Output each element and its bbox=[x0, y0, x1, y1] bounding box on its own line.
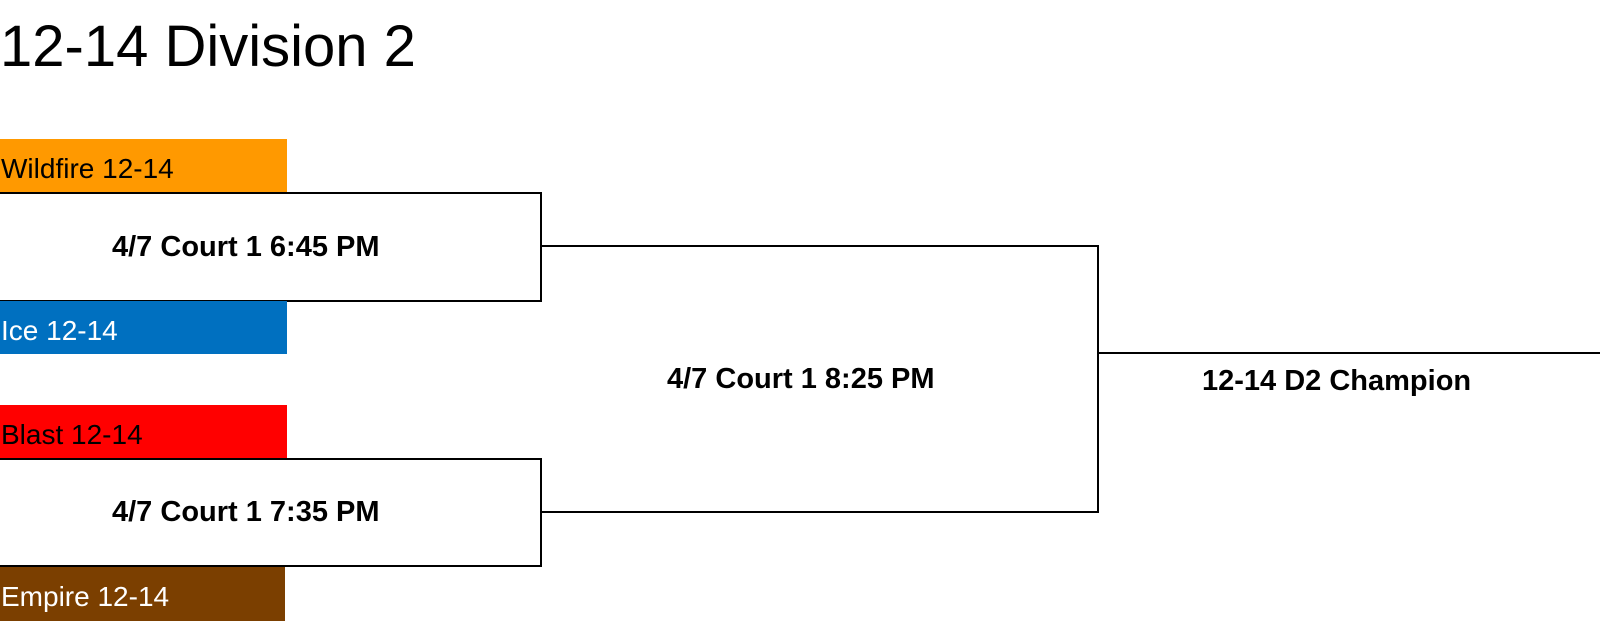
final-game-label: 4/7 Court 1 8:25 PM bbox=[667, 363, 935, 395]
champion-label: 12-14 D2 Champion bbox=[1202, 365, 1472, 397]
team-name: Wildfire 12-14 bbox=[1, 153, 174, 184]
semifinal-2-label: 4/7 Court 1 7:35 PM bbox=[112, 496, 380, 528]
bracket-title: 12-14 Division 2 bbox=[0, 14, 416, 79]
semifinal-1-label: 4/7 Court 1 6:45 PM bbox=[112, 231, 380, 263]
team-name: Empire 12-14 bbox=[1, 581, 170, 612]
team-name: Blast 12-14 bbox=[1, 419, 143, 450]
team-empire: Empire 12-14 bbox=[0, 567, 285, 621]
final-bracket bbox=[541, 245, 1099, 513]
team-wildfire: Wildfire 12-14 bbox=[0, 139, 287, 192]
team-ice: Ice 12-14 bbox=[0, 301, 287, 354]
team-name: Ice 12-14 bbox=[1, 315, 118, 346]
team-blast: Blast 12-14 bbox=[0, 405, 287, 458]
